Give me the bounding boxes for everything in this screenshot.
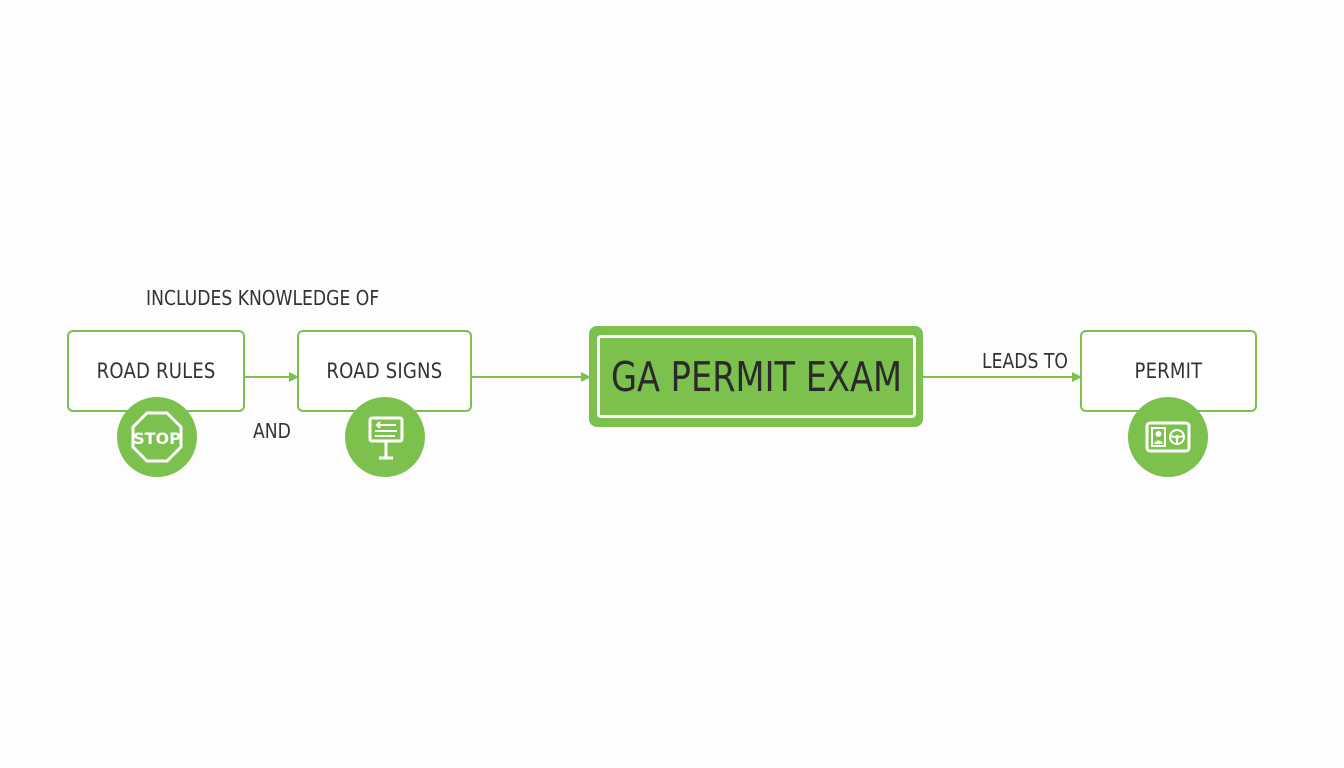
- exam-node-frame: GA PERMIT EXAM: [597, 335, 916, 418]
- road-rules-node: ROAD RULES: [67, 330, 245, 412]
- directional-signpost-icon: [345, 397, 425, 477]
- leads-to-label: LEADS TO: [982, 349, 1068, 373]
- driver-license-icon: [1128, 397, 1208, 477]
- road-rules-label: ROAD RULES: [96, 359, 216, 383]
- stop-sign-icon: STOP: [117, 397, 197, 477]
- includes-knowledge-label: INCLUDES KNOWLEDGE OF: [146, 286, 380, 310]
- and-label: AND: [253, 419, 291, 443]
- exam-label: GA PERMIT EXAM: [610, 352, 903, 401]
- exam-node: [589, 326, 923, 427]
- permit-label: PERMIT: [1134, 359, 1203, 383]
- stop-sign-text: STOP: [133, 429, 181, 448]
- road-signs-label: ROAD SIGNS: [326, 359, 443, 383]
